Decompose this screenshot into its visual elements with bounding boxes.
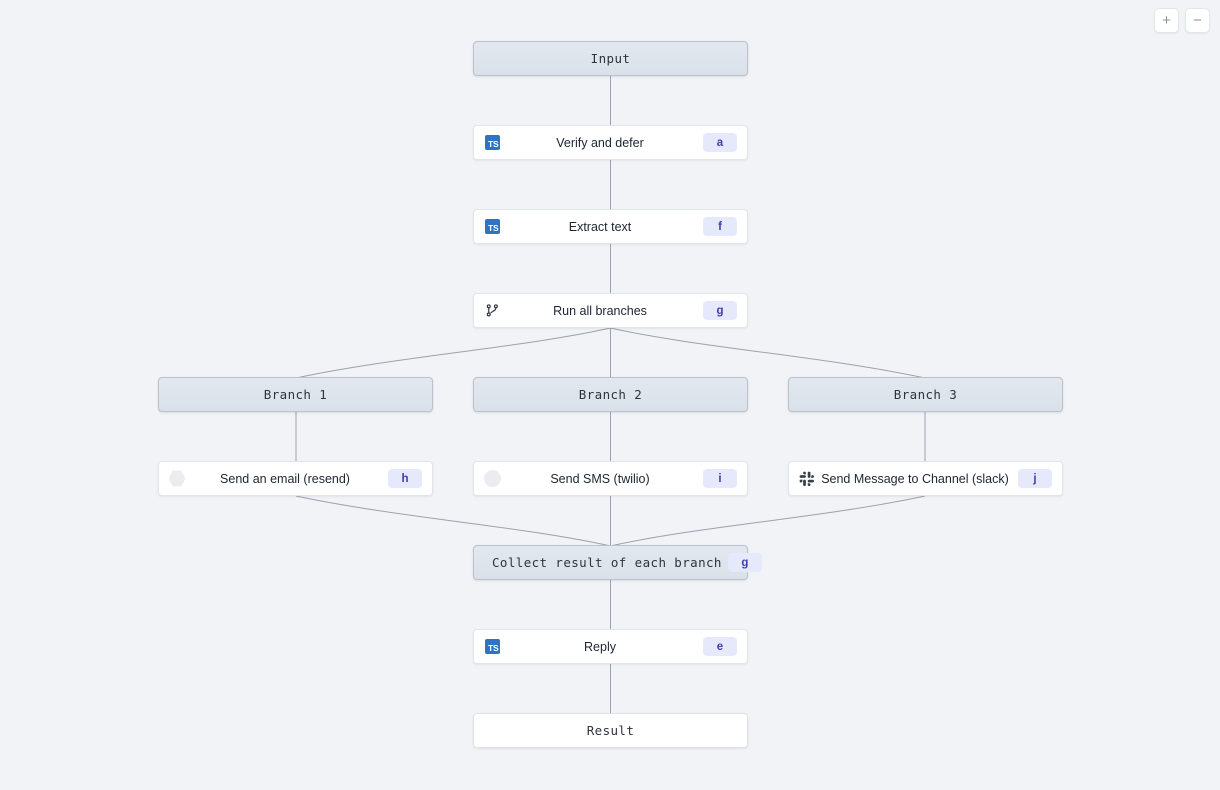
node-run-all-branches-label: Run all branches <box>553 303 647 318</box>
node-run-all-branches-badge[interactable]: g <box>703 301 737 320</box>
node-verify-and-defer-label: Verify and defer <box>556 135 644 150</box>
edge-email-collect <box>295 495 611 547</box>
node-extract-text[interactable]: TS Extract text f <box>473 209 748 244</box>
node-reply-badge[interactable]: e <box>703 637 737 656</box>
node-input[interactable]: Input <box>473 41 748 76</box>
node-send-message-to-channel-badge[interactable]: j <box>1018 469 1052 488</box>
node-send-message-to-channel-label: Send Message to Channel (slack) <box>821 471 1009 486</box>
edge-slack-collect <box>610 495 926 547</box>
node-branch-2[interactable]: Branch 2 <box>473 377 748 412</box>
node-send-sms-badge[interactable]: i <box>703 469 737 488</box>
zoom-controls: + − <box>1154 8 1210 33</box>
node-input-label: Input <box>590 51 631 66</box>
node-reply[interactable]: TS Reply e <box>473 629 748 664</box>
slack-icon <box>798 470 816 488</box>
node-send-message-to-channel[interactable]: Send Message to Channel (slack) j <box>788 461 1063 496</box>
node-result[interactable]: Result <box>473 713 748 748</box>
node-branch-1-label: Branch 1 <box>263 387 328 402</box>
branch-icon <box>483 302 501 320</box>
zoom-in-button[interactable]: + <box>1154 8 1179 33</box>
minus-icon: − <box>1193 12 1202 29</box>
node-verify-and-defer-badge[interactable]: a <box>703 133 737 152</box>
edge-runall-branch1 <box>295 327 611 379</box>
node-branch-3[interactable]: Branch 3 <box>788 377 1063 412</box>
node-branch-1[interactable]: Branch 1 <box>158 377 433 412</box>
node-run-all-branches[interactable]: Run all branches g <box>473 293 748 328</box>
node-branch-2-label: Branch 2 <box>578 387 643 402</box>
ts-icon: TS <box>483 218 501 236</box>
node-send-sms-label: Send SMS (twilio) <box>550 471 650 486</box>
twilio-icon <box>483 470 501 488</box>
node-send-an-email-badge[interactable]: h <box>388 469 422 488</box>
ts-icon: TS <box>483 638 501 656</box>
node-result-label: Result <box>586 723 635 738</box>
zoom-out-button[interactable]: − <box>1185 8 1210 33</box>
edge-runall-branch3 <box>610 327 926 379</box>
node-verify-and-defer[interactable]: TS Verify and defer a <box>473 125 748 160</box>
plus-icon: + <box>1162 12 1171 29</box>
node-send-an-email-label: Send an email (resend) <box>220 471 350 486</box>
node-reply-label: Reply <box>584 639 616 654</box>
node-extract-text-label: Extract text <box>568 219 632 234</box>
ts-icon: TS <box>483 134 501 152</box>
node-collect-result-label: Collect result of each branch <box>492 555 722 570</box>
node-send-an-email[interactable]: Send an email (resend) h <box>158 461 433 496</box>
node-send-sms[interactable]: Send SMS (twilio) i <box>473 461 748 496</box>
node-collect-result-badge[interactable]: g <box>727 553 762 572</box>
node-branch-3-label: Branch 3 <box>893 387 958 402</box>
node-collect-result[interactable]: Collect result of each branch g <box>473 545 762 580</box>
node-extract-text-badge[interactable]: f <box>703 217 737 236</box>
resend-icon <box>168 470 186 488</box>
